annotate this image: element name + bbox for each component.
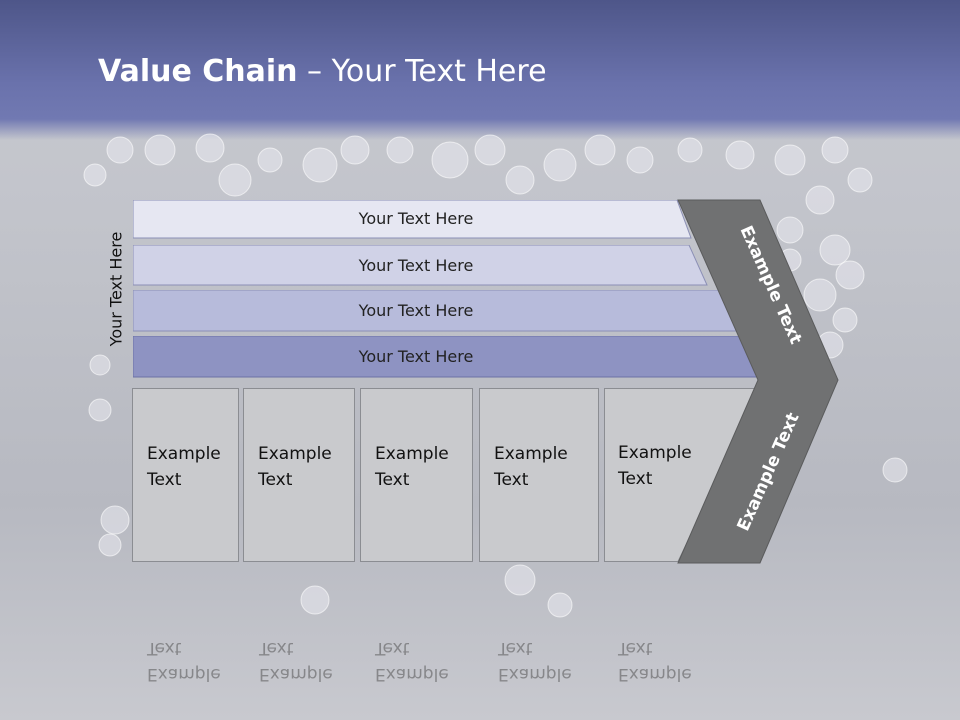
box-5-shape	[604, 388, 762, 562]
title-rest: – Your Text Here	[297, 54, 547, 89]
bar-label: Your Text Here	[358, 301, 474, 320]
slide-title[interactable]: Value Chain – Your Text Here	[98, 54, 547, 89]
bar-label: Your Text Here	[358, 256, 474, 275]
title-bold: Value Chain	[98, 54, 298, 89]
chevron-shape	[677, 199, 839, 564]
bar-shape	[133, 245, 708, 286]
bar-label: Your Text Here	[358, 209, 474, 228]
bar-label: Your Text Here	[358, 347, 474, 366]
bar-shape	[133, 200, 692, 239]
header-band	[0, 0, 960, 140]
